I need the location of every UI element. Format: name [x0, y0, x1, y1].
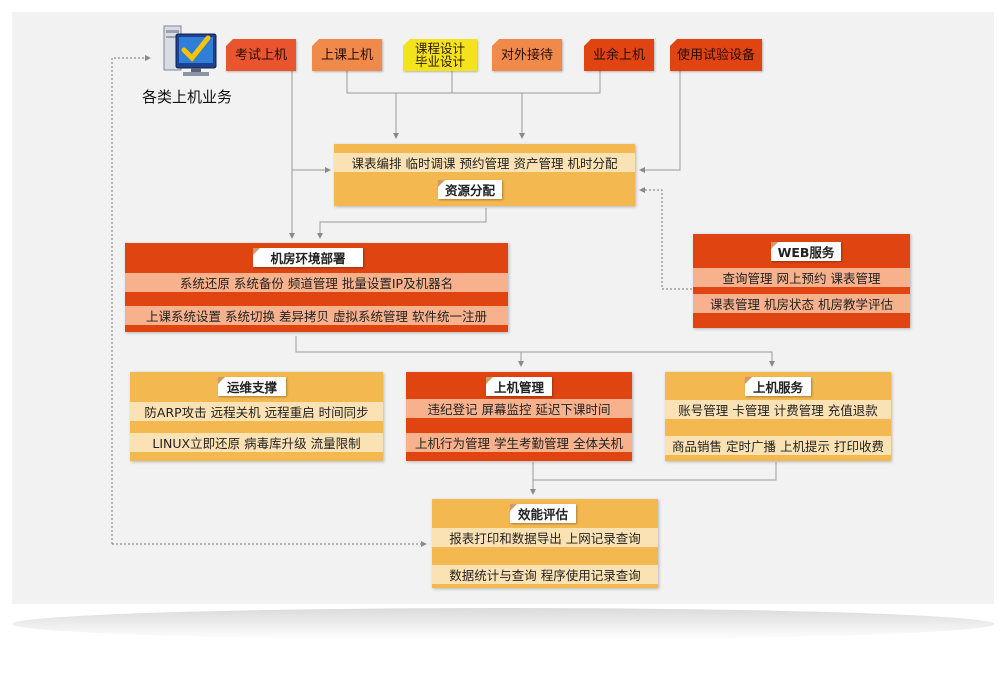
tab-course-design-label: 课程设计 毕业设计	[414, 41, 465, 69]
tab-test-equipment-label: 使用试验设备	[676, 47, 755, 63]
web-service-row-2: 课表管理 机房状态 机房教学评估	[693, 294, 910, 313]
computer-monitor-icon	[158, 20, 220, 82]
tab-spare-time[interactable]: 业余上机	[583, 38, 654, 71]
ops-support-row-1: 防ARP攻击 远程关机 远程重启 时间同步	[130, 402, 383, 421]
machine-service-row-1: 账号管理 卡管理 计费管理 充值退款	[665, 400, 891, 419]
efficiency-evaluation-box: 效能评估 报表打印和数据导出 上网记录查询 数据统计与查询 程序使用记录查询	[432, 499, 658, 588]
web-service-title: WEB服务	[771, 242, 841, 261]
machine-service-row-2: 商品销售 定时广播 上机提示 打印收费	[665, 436, 891, 455]
environment-row-1: 系统还原 系统备份 频道管理 批量设置IP及机器名	[125, 273, 508, 292]
tab-spare-time-label: 业余上机	[592, 47, 645, 63]
machine-management-title: 上机管理	[486, 377, 552, 396]
machine-management-row-2: 上机行为管理 学生考勤管理 全体关机	[406, 433, 632, 452]
efficiency-evaluation-row-1: 报表打印和数据导出 上网记录查询	[432, 528, 658, 547]
tab-class-label: 上课上机	[320, 47, 373, 63]
environment-row-2: 上课系统设置 系统切换 差异拷贝 虚拟系统管理 软件统一注册	[125, 306, 508, 325]
machine-management-row-1: 违纪登记 屏幕监控 延迟下课时间	[406, 399, 632, 418]
resource-title: 资源分配	[438, 180, 502, 199]
environment-box: 机房环境部署 系统还原 系统备份 频道管理 批量设置IP及机器名 上课系统设置 …	[125, 243, 508, 332]
efficiency-evaluation-row-2: 数据统计与查询 程序使用记录查询	[432, 565, 658, 584]
resource-items: 课表编排 临时调课 预约管理 资产管理 机时分配	[334, 153, 635, 172]
machine-service-box: 上机服务 账号管理 卡管理 计费管理 充值退款 商品销售 定时广播 上机提示 打…	[665, 372, 891, 461]
tab-class[interactable]: 上课上机	[311, 38, 382, 71]
frame-shadow	[12, 608, 994, 640]
ops-support-row-2: LINUX立即还原 病毒库升级 流量限制	[130, 433, 383, 452]
web-service-row-1: 查询管理 网上预约 课表管理	[693, 268, 910, 287]
machine-service-title: 上机服务	[745, 377, 811, 396]
resource-box: 课表编排 临时调课 预约管理 资产管理 机时分配 资源分配	[334, 144, 635, 206]
tab-external[interactable]: 对外接待	[491, 38, 562, 71]
tab-exam-label: 考试上机	[234, 47, 287, 63]
environment-title: 机房环境部署	[253, 248, 363, 267]
web-service-box: WEB服务 查询管理 网上预约 课表管理 课表管理 机房状态 机房教学评估	[693, 234, 910, 328]
ops-support-title: 运维支撑	[218, 377, 286, 396]
tab-external-label: 对外接待	[500, 47, 553, 63]
tab-test-equipment[interactable]: 使用试验设备	[669, 38, 762, 71]
machine-management-box: 上机管理 违纪登记 屏幕监控 延迟下课时间 上机行为管理 学生考勤管理 全体关机	[406, 372, 632, 461]
page-title: 各类上机业务	[142, 88, 233, 106]
efficiency-evaluation-title: 效能评估	[510, 504, 576, 523]
tab-course-design[interactable]: 课程设计 毕业设计	[402, 38, 477, 71]
ops-support-box: 运维支撑 防ARP攻击 远程关机 远程重启 时间同步 LINUX立即还原 病毒库…	[130, 372, 383, 461]
tab-exam[interactable]: 考试上机	[225, 38, 296, 71]
